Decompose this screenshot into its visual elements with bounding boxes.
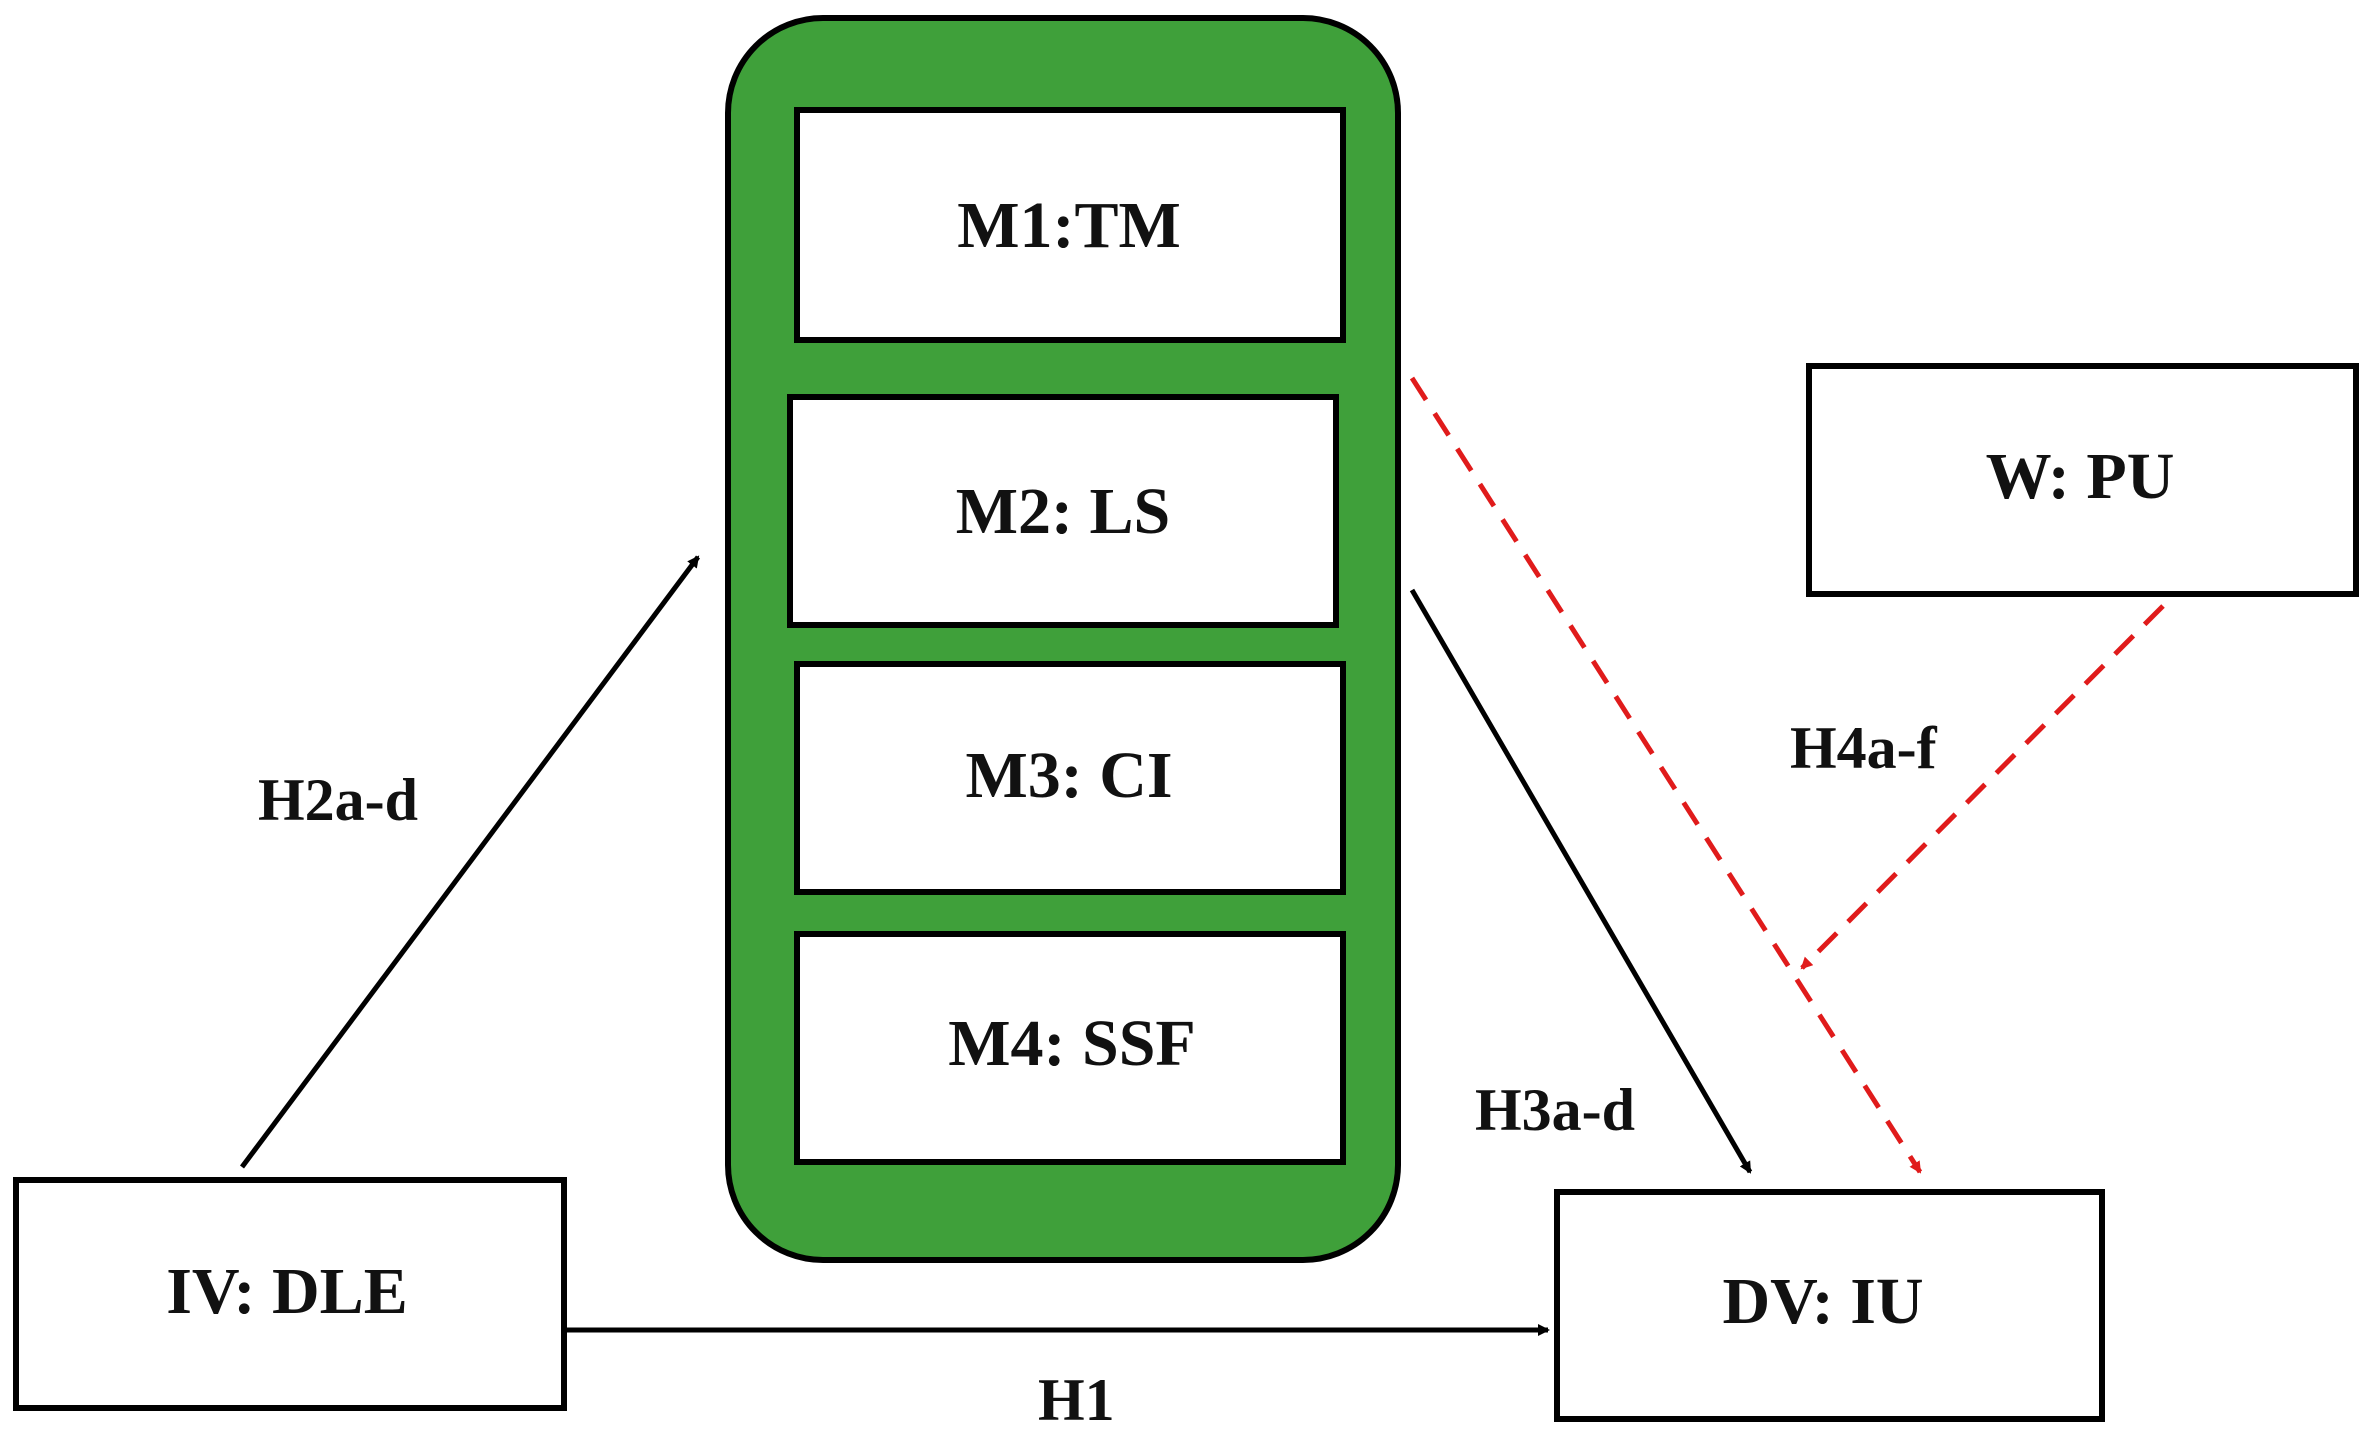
iv-label: IV: DLE — [166, 1255, 407, 1328]
label-h4: H4a-f — [1790, 715, 1938, 781]
mediator-m4-label: M4: SSF — [948, 1007, 1196, 1080]
dv-label: DV: IU — [1722, 1265, 1923, 1338]
mediator-m3-label: M3: CI — [965, 739, 1172, 812]
dv-box: DV: IU — [1554, 1189, 2105, 1422]
moderator-label: W: PU — [1986, 440, 2175, 513]
iv-box: IV: DLE — [13, 1177, 567, 1411]
label-h1: H1 — [1038, 1367, 1115, 1433]
mediator-m2-box: M2: LS — [787, 394, 1339, 628]
mediator-m3-box: M3: CI — [794, 661, 1346, 895]
moderator-box: W: PU — [1806, 363, 2359, 597]
path-h4-moderation — [1800, 604, 2165, 970]
mediator-m1-box: M1:TM — [794, 107, 1346, 343]
mediator-m2-label: M2: LS — [956, 475, 1171, 548]
label-h3: H3a-d — [1475, 1077, 1635, 1143]
path-h2 — [239, 555, 701, 1169]
mediator-m1-label: M1:TM — [957, 189, 1181, 262]
label-h2: H2a-d — [258, 767, 418, 833]
mediator-m4-box: M4: SSF — [794, 931, 1346, 1165]
path-h3 — [1409, 588, 1753, 1174]
path-mediation-moderated — [1409, 376, 1923, 1174]
